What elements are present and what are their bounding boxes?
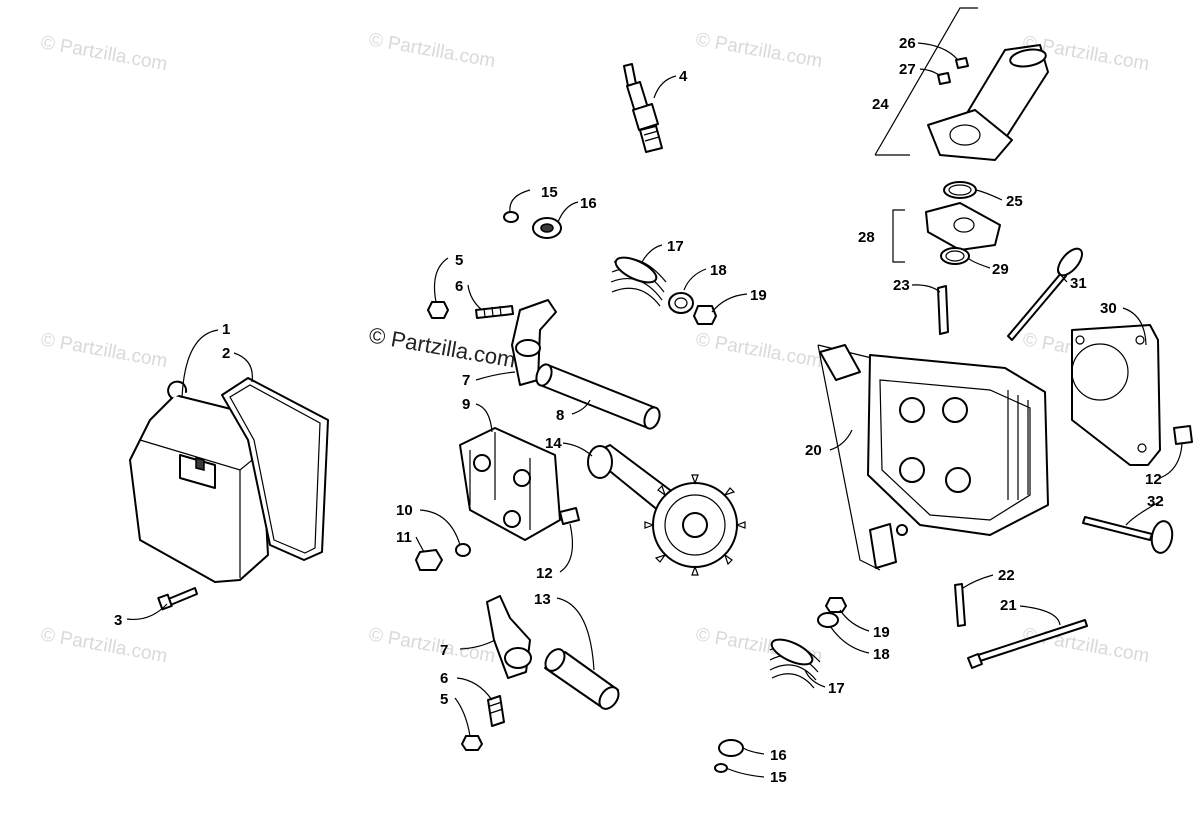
callout-18-top: 18 [710,262,727,279]
callout-11: 11 [396,529,412,546]
callout-16-bottom: 16 [770,747,787,764]
callout-10: 10 [396,502,413,519]
callout-7-bottom: 7 [440,642,448,659]
callout-17-top: 17 [667,238,684,255]
part-intake-valve [1007,247,1083,341]
callout-29: 29 [992,261,1009,278]
part-o-ring-lower [940,247,970,265]
watermark: © Partzilla.com [694,29,824,72]
callout-8: 8 [556,407,564,424]
part-valve-cover-gasket [221,377,329,561]
watermark: © Partzilla.com [367,29,497,72]
callout-labels: 1 2 3 4 15 16 17 18 19 5 6 7 8 9 14 10 1… [114,35,1164,786]
part-stud-bottom [954,583,966,627]
callout-6-top: 6 [455,278,463,295]
callout-27: 27 [899,61,916,78]
callout-5-bottom: 5 [440,691,448,708]
part-exhaust-valve [1082,516,1174,554]
callout-1: 1 [222,321,230,338]
callout-25: 25 [1006,193,1023,210]
callout-14: 14 [545,435,562,452]
callout-17-bottom: 17 [828,680,845,697]
callout-9: 9 [462,396,470,413]
watermark: © Partzilla.com [367,624,497,667]
part-valve-spring-top [610,256,667,307]
callout-22: 22 [998,567,1015,584]
callout-32: 32 [1147,493,1164,510]
watermark-main: © Partzilla.com [367,322,517,372]
part-adjuster-top [427,301,514,319]
part-valve-keeper-bottom [714,739,744,773]
callout-20: 20 [805,442,822,459]
callout-15-top: 15 [541,184,558,201]
callout-30: 30 [1100,300,1117,317]
part-intake-bolt [937,57,969,85]
callout-28: 28 [858,229,875,246]
callout-31: 31 [1070,275,1087,292]
leader-lines [126,42,1183,778]
callout-12-left: 12 [536,565,553,582]
callout-19-top: 19 [750,287,767,304]
part-rocker-shaft-bottom [544,648,620,710]
callout-26: 26 [899,35,916,52]
part-valve-keeper-top [503,211,562,239]
callout-18-bottom: 18 [873,646,890,663]
part-o-ring-upper [943,181,977,199]
part-valve-cover [129,380,269,583]
callout-13: 13 [534,591,551,608]
part-dowel-pin-right [1173,425,1193,445]
part-dowel-pin-left [559,507,580,525]
part-spark-plug [623,63,663,153]
watermark: © Partzilla.com [39,624,169,667]
callout-24: 24 [872,96,889,113]
part-insulator [892,202,1001,263]
watermark: © Partzilla.com [694,329,824,372]
part-nut-washer [415,543,471,571]
part-head-gasket [1071,324,1161,466]
part-intake-pipe [874,7,1049,161]
part-stud [937,285,949,335]
part-head-bolt [967,619,1088,669]
part-camshaft [587,444,746,576]
callout-4: 4 [679,68,688,85]
callout-12-right: 12 [1145,471,1162,488]
watermark: © Partzilla.com [39,32,169,75]
part-spring-seat-top [668,292,717,325]
callout-19-bottom: 19 [873,624,890,641]
callout-16-top: 16 [580,195,597,212]
part-bolt [157,587,198,611]
callout-21: 21 [1000,597,1017,614]
callout-15-bottom: 15 [770,769,787,786]
part-valve-spring-bottom [769,597,847,689]
callout-3: 3 [114,612,122,629]
callout-23: 23 [893,277,910,294]
part-rocker-shaft [535,363,661,430]
part-cylinder-head [817,344,1049,571]
watermark: © Partzilla.com [39,329,169,372]
callout-6-bottom: 6 [440,670,448,687]
watermark: © Partzilla.com [1021,624,1151,667]
part-adjuster-bottom [461,695,505,751]
part-camshaft-holder [459,427,561,541]
callout-5-top: 5 [455,252,463,269]
part-rocker-arm-bottom [486,595,532,679]
part-rocker-arm-top [511,299,557,386]
callout-2: 2 [222,345,230,362]
callout-7-top: 7 [462,372,470,389]
